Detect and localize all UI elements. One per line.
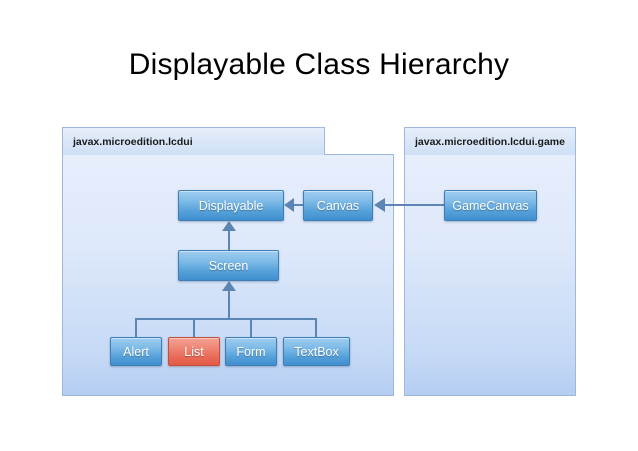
arrow-left-icon-gamecanvas-canvas [374, 198, 385, 212]
connector-line-screen-displayable [228, 230, 230, 250]
class-box-form[interactable]: Form [225, 337, 277, 366]
arrow-up-icon-screen-displayable [222, 221, 236, 231]
arrow-up-icon-subclasses-screen [222, 281, 236, 291]
connector-drop-form [250, 318, 252, 338]
package-label-lcdui: javax.microedition.lcdui [62, 127, 325, 155]
connector-line-subclasses-stem [228, 290, 230, 319]
connector-line-gamecanvas-canvas [384, 204, 445, 206]
package-label-lcdui-game: javax.microedition.lcdui.game [404, 127, 576, 155]
class-box-screen[interactable]: Screen [178, 250, 279, 281]
class-box-displayable[interactable]: Displayable [178, 190, 284, 221]
class-box-list[interactable]: List [168, 337, 220, 366]
connector-bus-subclasses [135, 318, 317, 320]
package-panel-lcdui-game: javax.microedition.lcdui.game [404, 127, 576, 396]
class-box-alert[interactable]: Alert [110, 337, 162, 366]
page-title: Displayable Class Hierarchy [128, 48, 510, 81]
connector-drop-list [193, 318, 195, 338]
arrow-left-icon-canvas-displayable [284, 198, 294, 212]
connector-line-canvas-displayable [293, 204, 304, 206]
class-box-textbox[interactable]: TextBox [283, 337, 350, 366]
connector-drop-alert [135, 318, 137, 338]
connector-drop-textbox [315, 318, 317, 338]
class-box-canvas[interactable]: Canvas [303, 190, 373, 221]
class-box-gamecanvas[interactable]: GameCanvas [444, 190, 537, 221]
